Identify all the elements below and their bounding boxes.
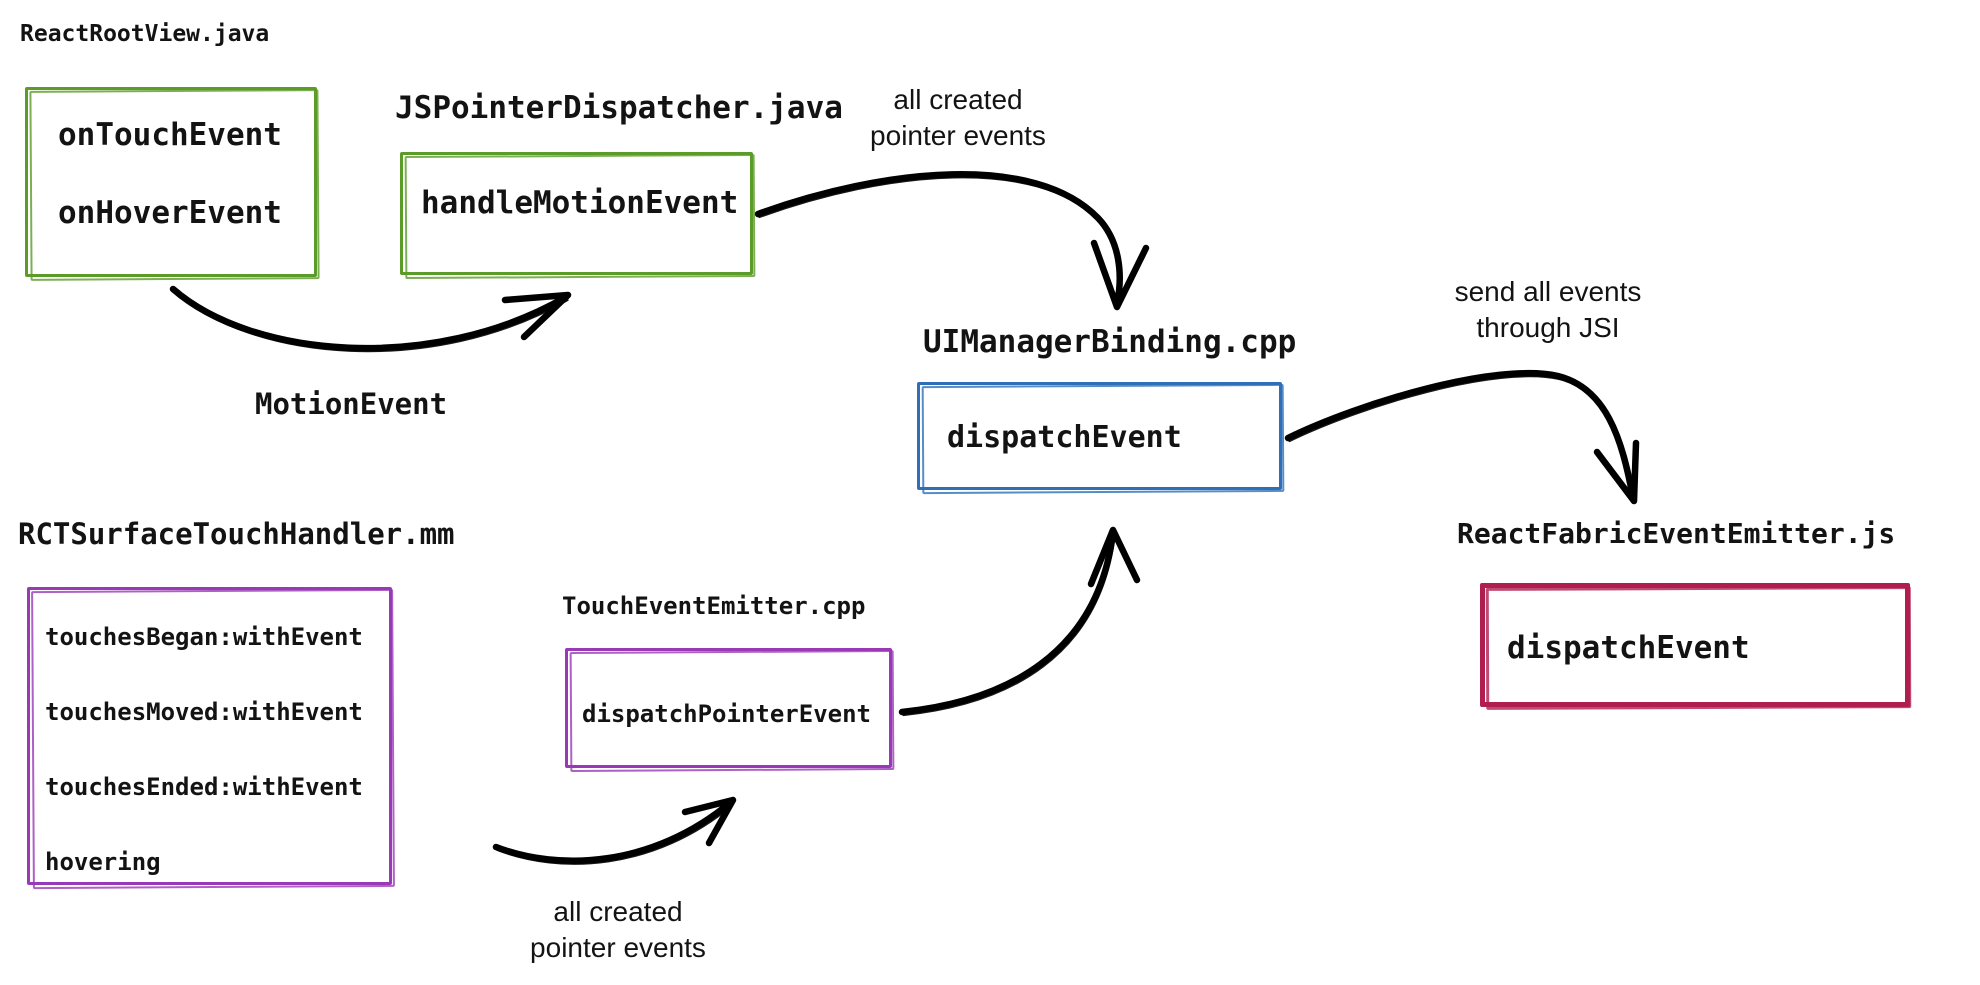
arrow-ui-manager-to-fabric-emitter — [1284, 369, 1640, 505]
edge-label-line: send all events — [1454, 276, 1642, 307]
node-item-on-hover-event: onHoverEvent — [58, 195, 282, 231]
edge-label-line: through JSI — [1476, 312, 1620, 343]
node-title-rct-surface-touch-handler: RCTSurfaceTouchHandler.mm — [18, 517, 455, 551]
edge-label-line: all created — [553, 896, 683, 927]
edge-label-line: pointer events — [870, 120, 1046, 151]
node-item-touches-moved: touchesMoved:withEvent — [45, 698, 363, 726]
arrow-touch-emitter-to-ui-manager — [898, 526, 1141, 717]
node-item-on-touch-event: onTouchEvent — [58, 117, 282, 153]
node-title-ui-manager-binding: UIManagerBinding.cpp — [923, 324, 1297, 360]
node-title-touch-event-emitter: TouchEventEmitter.cpp — [562, 592, 866, 620]
edge-label-motion-event: MotionEvent — [255, 387, 448, 421]
node-box-touch-event-emitter: dispatchPointerEvent — [565, 648, 892, 768]
node-box-js-pointer-dispatcher: handleMotionEvent — [400, 152, 753, 275]
node-title-react-root-view: ReactRootView.java — [20, 21, 270, 47]
node-box-react-fabric-event-emitter: dispatchEvent — [1480, 583, 1910, 707]
node-box-rct-surface-touch-handler: touchesBegan:withEvent touchesMoved:with… — [27, 587, 392, 885]
edge-label-send-all-events-through-jsi: send all events through JSI — [1398, 274, 1698, 346]
edge-label-all-created-pointer-events-bottom: all created pointer events — [468, 894, 768, 966]
edge-label-line: all created — [893, 84, 1023, 115]
arrow-touch-handler-to-touch-emitter — [492, 796, 737, 865]
node-box-ui-manager-binding: dispatchEvent — [917, 382, 1282, 490]
node-item-dispatch-event: dispatchEvent — [1507, 630, 1750, 666]
node-item-handle-motion-event: handleMotionEvent — [421, 185, 739, 221]
node-item-touches-began: touchesBegan:withEvent — [45, 623, 363, 651]
arrow-root-view-to-dispatcher — [169, 285, 572, 353]
node-item-touches-ended: touchesEnded:withEvent — [45, 773, 363, 801]
arrow-dispatcher-to-ui-manager — [754, 171, 1150, 311]
node-item-dispatch-event: dispatchEvent — [947, 420, 1182, 455]
edge-label-all-created-pointer-events-top: all created pointer events — [808, 82, 1108, 154]
node-title-react-fabric-event-emitter: ReactFabricEventEmitter.js — [1457, 517, 1896, 550]
node-box-react-root-view: onTouchEvent onHoverEvent — [25, 87, 317, 277]
node-title-js-pointer-dispatcher: JSPointerDispatcher.java — [395, 90, 843, 126]
edge-label-line: pointer events — [530, 932, 706, 963]
node-item-hovering: hovering — [45, 848, 161, 876]
node-item-dispatch-pointer-event: dispatchPointerEvent — [582, 700, 871, 728]
